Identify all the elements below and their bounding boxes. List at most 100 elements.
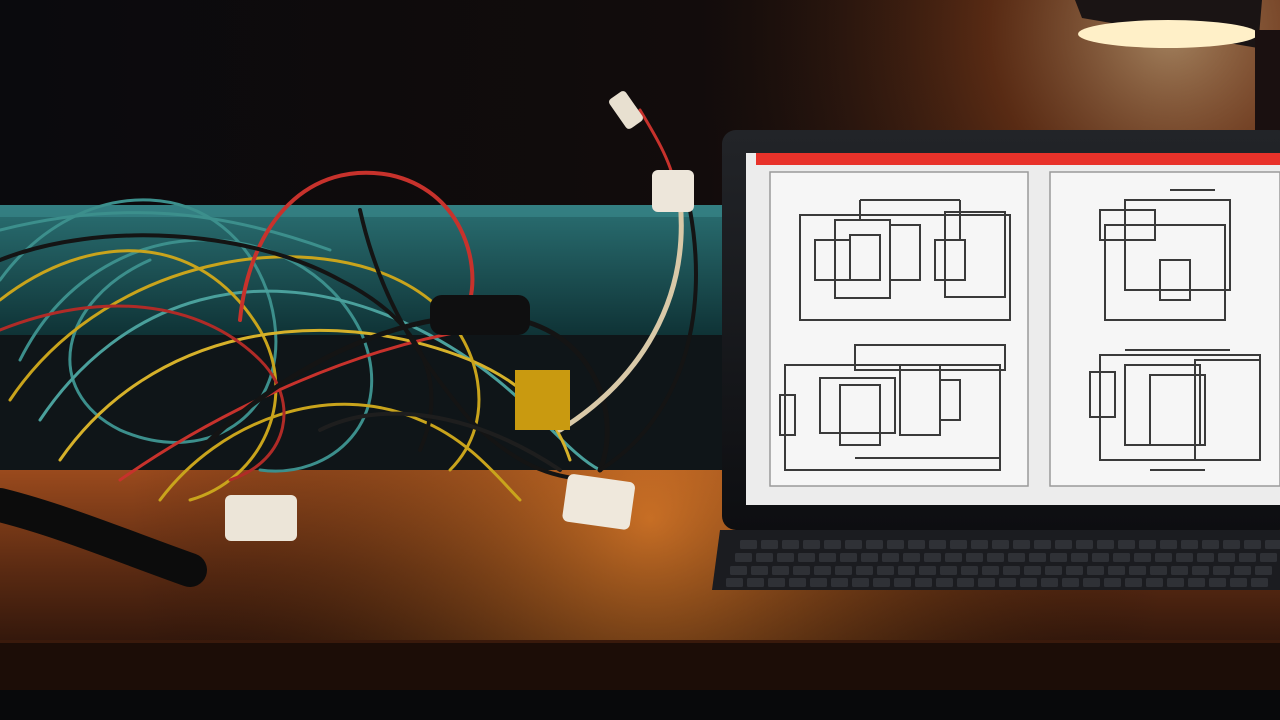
keyboard-key bbox=[866, 540, 883, 549]
keyboard-key bbox=[961, 566, 978, 575]
keyboard-key bbox=[1146, 578, 1163, 587]
keyboard-key bbox=[936, 578, 953, 587]
keyboard-key bbox=[971, 540, 988, 549]
keyboard-key bbox=[1129, 566, 1146, 575]
connector-right bbox=[562, 474, 635, 530]
keyboard-key bbox=[1223, 540, 1240, 549]
keyboard-key bbox=[1192, 566, 1209, 575]
keyboard-key bbox=[1013, 540, 1030, 549]
wire-clip bbox=[430, 295, 530, 335]
keyboard-key bbox=[1160, 540, 1177, 549]
keyboard-key bbox=[751, 566, 768, 575]
lamp-bulb bbox=[1078, 20, 1258, 48]
connector-left bbox=[225, 495, 297, 541]
keyboard-key bbox=[803, 540, 820, 549]
keyboard-key bbox=[1244, 540, 1261, 549]
keyboard-key bbox=[726, 578, 743, 587]
keyboard-key bbox=[840, 553, 857, 562]
connector-tip bbox=[609, 91, 643, 129]
keyboard-key bbox=[1050, 553, 1067, 562]
keyboard-key bbox=[1239, 553, 1256, 562]
keyboard-key bbox=[730, 566, 747, 575]
keyboard-key bbox=[924, 553, 941, 562]
keyboard-key bbox=[929, 540, 946, 549]
keyboard-key bbox=[819, 553, 836, 562]
keyboard-key bbox=[1125, 578, 1142, 587]
keyboard-key bbox=[999, 578, 1016, 587]
keyboard-key bbox=[1197, 553, 1214, 562]
keyboard-key bbox=[1087, 566, 1104, 575]
battery-block bbox=[515, 370, 570, 430]
keyboard-key bbox=[978, 578, 995, 587]
keyboard-key bbox=[756, 553, 773, 562]
keyboard-key bbox=[992, 540, 1009, 549]
keyboard-key bbox=[777, 553, 794, 562]
connectors bbox=[225, 91, 694, 541]
circuit-diagram-1 bbox=[799, 199, 1011, 321]
keyboard-key bbox=[1260, 553, 1277, 562]
keyboard-key bbox=[1062, 578, 1079, 587]
keyboard-key bbox=[1108, 566, 1125, 575]
shelf-edge bbox=[0, 205, 740, 217]
keyboard-key bbox=[1188, 578, 1205, 587]
keyboard-key bbox=[1167, 578, 1184, 587]
keyboard-key bbox=[950, 540, 967, 549]
laptop bbox=[712, 130, 1280, 590]
keyboard-key bbox=[772, 566, 789, 575]
keyboard-key bbox=[1024, 566, 1041, 575]
keyboard-key bbox=[945, 553, 962, 562]
black-hose bbox=[0, 488, 207, 587]
diagram-page-right bbox=[1049, 171, 1280, 487]
keyboard-key bbox=[789, 578, 806, 587]
keyboard-key bbox=[845, 540, 862, 549]
keyboard-key bbox=[1029, 553, 1046, 562]
keyboard-key bbox=[915, 578, 932, 587]
keyboard-key bbox=[882, 553, 899, 562]
connector-top bbox=[652, 170, 694, 212]
circuit-diagram-3 bbox=[1099, 189, 1231, 321]
keyboard-key bbox=[782, 540, 799, 549]
desk-edge-line bbox=[0, 640, 1280, 643]
keyboard-key bbox=[831, 578, 848, 587]
keyboard-key bbox=[1020, 578, 1037, 587]
keyboard-key bbox=[761, 540, 778, 549]
keyboard-key bbox=[740, 540, 757, 549]
keyboard-key bbox=[810, 578, 827, 587]
screen-red-bar bbox=[756, 153, 1280, 165]
keyboard-key bbox=[1234, 566, 1251, 575]
keyboard-key bbox=[1251, 578, 1268, 587]
keyboard-key bbox=[1066, 566, 1083, 575]
keyboard-key bbox=[814, 566, 831, 575]
circuit-diagram-4 bbox=[1089, 349, 1261, 471]
diagram-page-left bbox=[769, 171, 1029, 487]
keyboard-key bbox=[1008, 553, 1025, 562]
keyboard-key bbox=[1076, 540, 1093, 549]
bottom-shadow bbox=[0, 690, 1280, 720]
keyboard-key bbox=[1230, 578, 1247, 587]
keyboard-key bbox=[1097, 540, 1114, 549]
keyboard-key bbox=[861, 553, 878, 562]
keyboard-key bbox=[1150, 566, 1167, 575]
keyboard-key bbox=[1041, 578, 1058, 587]
keyboard-key bbox=[1083, 578, 1100, 587]
keyboard-key bbox=[1181, 540, 1198, 549]
keyboard-key bbox=[747, 578, 764, 587]
keyboard-key bbox=[1092, 553, 1109, 562]
keyboard-key bbox=[1055, 540, 1072, 549]
keyboard-key bbox=[987, 553, 1004, 562]
keyboard-key bbox=[793, 566, 810, 575]
keyboard-key bbox=[957, 578, 974, 587]
keyboard-key bbox=[1218, 553, 1235, 562]
keyboard-key bbox=[1045, 566, 1062, 575]
keyboard-key bbox=[894, 578, 911, 587]
keyboard-key bbox=[1104, 578, 1121, 587]
keyboard-key bbox=[908, 540, 925, 549]
keyboard-key bbox=[798, 553, 815, 562]
keyboard-key bbox=[768, 578, 785, 587]
keyboard-key bbox=[919, 566, 936, 575]
circuit-diagram-2 bbox=[779, 344, 1006, 471]
keyboard-key bbox=[835, 566, 852, 575]
keyboard-key bbox=[966, 553, 983, 562]
circuit-diagrams bbox=[779, 189, 1261, 471]
